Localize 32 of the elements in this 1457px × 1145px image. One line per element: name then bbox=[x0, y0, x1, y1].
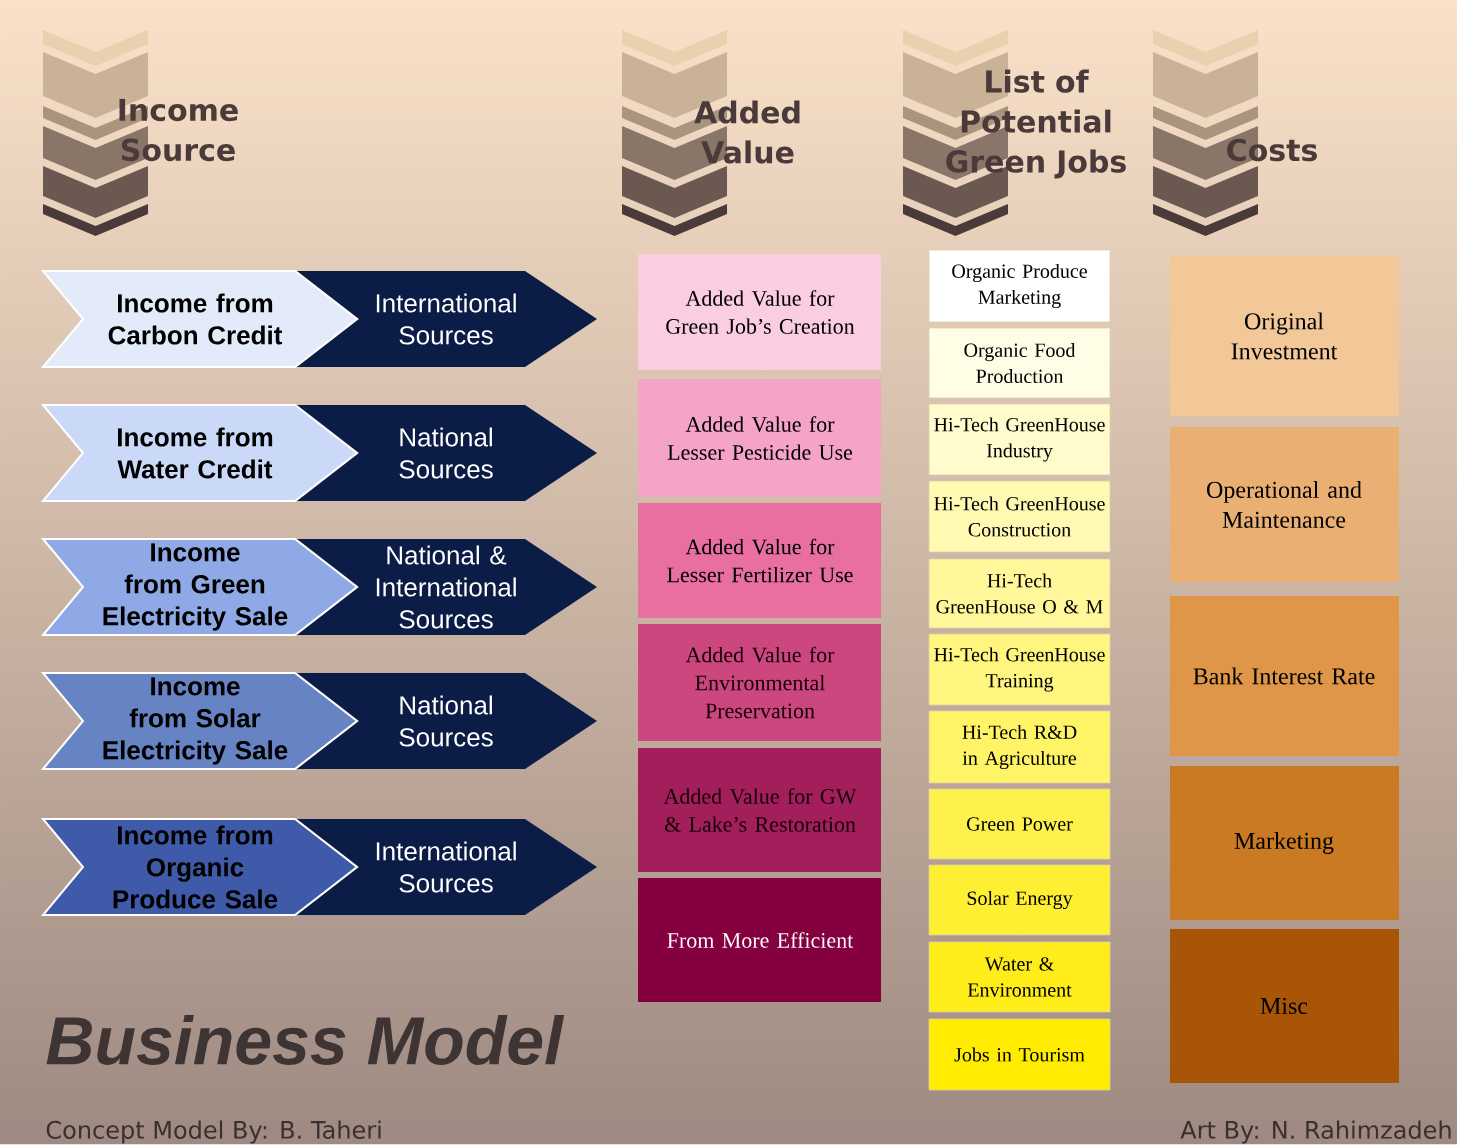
income-banner: Income from Carbon Credit bbox=[40, 270, 359, 368]
job-box: Green Power bbox=[928, 788, 1111, 860]
job-box: Solar Energy bbox=[928, 864, 1111, 936]
job-box: Organic Food Production bbox=[928, 327, 1111, 399]
source-banner: National Sources bbox=[297, 405, 597, 501]
cost-box: Bank Interest Rate bbox=[1170, 596, 1399, 756]
cost-box: Misc bbox=[1170, 929, 1399, 1083]
job-box: Hi-Tech GreenHouse O & M bbox=[928, 558, 1111, 629]
title: Business Model bbox=[46, 1015, 565, 1065]
job-box: Hi-Tech GreenHouse Construction bbox=[928, 480, 1111, 553]
source-banner: National & International Sources bbox=[297, 539, 597, 635]
value-box: From More Efficient bbox=[638, 878, 881, 1002]
source-banner: International Sources bbox=[297, 819, 597, 915]
job-box: Hi-Tech R&D in Agriculture bbox=[928, 710, 1111, 784]
value-box: Added Value for Lesser Fertilizer Use bbox=[638, 503, 881, 618]
cost-box: Operational and Maintenance bbox=[1170, 427, 1399, 582]
value-box: Added Value for Green Job’s Creation bbox=[638, 254, 881, 370]
source-banner: International Sources bbox=[297, 271, 597, 367]
cost-box: Original Investment bbox=[1170, 256, 1399, 416]
job-box: Jobs in Tourism bbox=[928, 1018, 1111, 1091]
value-box: Added Value for Environmental Preservation bbox=[638, 624, 881, 741]
value-box: Added Value for GW & Lake’s Restoration bbox=[638, 748, 881, 872]
credit-text: Concept Model By: B. Taheri bbox=[46, 1120, 381, 1144]
job-box: Organic Produce Marketing bbox=[928, 249, 1111, 323]
value-box: Added Value for Lesser Pesticide Use bbox=[638, 379, 881, 497]
source-banner: National Sources bbox=[297, 673, 597, 769]
job-box: Hi-Tech GreenHouse Industry bbox=[928, 403, 1111, 476]
job-box: Hi-Tech GreenHouse Training bbox=[928, 633, 1111, 706]
cost-box: Marketing bbox=[1170, 766, 1399, 920]
job-box: Water & Environment bbox=[928, 941, 1111, 1013]
income-banner: Income from Water Credit bbox=[40, 404, 359, 502]
credit-text: Art By: N. Rahimzadeh bbox=[1180, 1120, 1451, 1144]
